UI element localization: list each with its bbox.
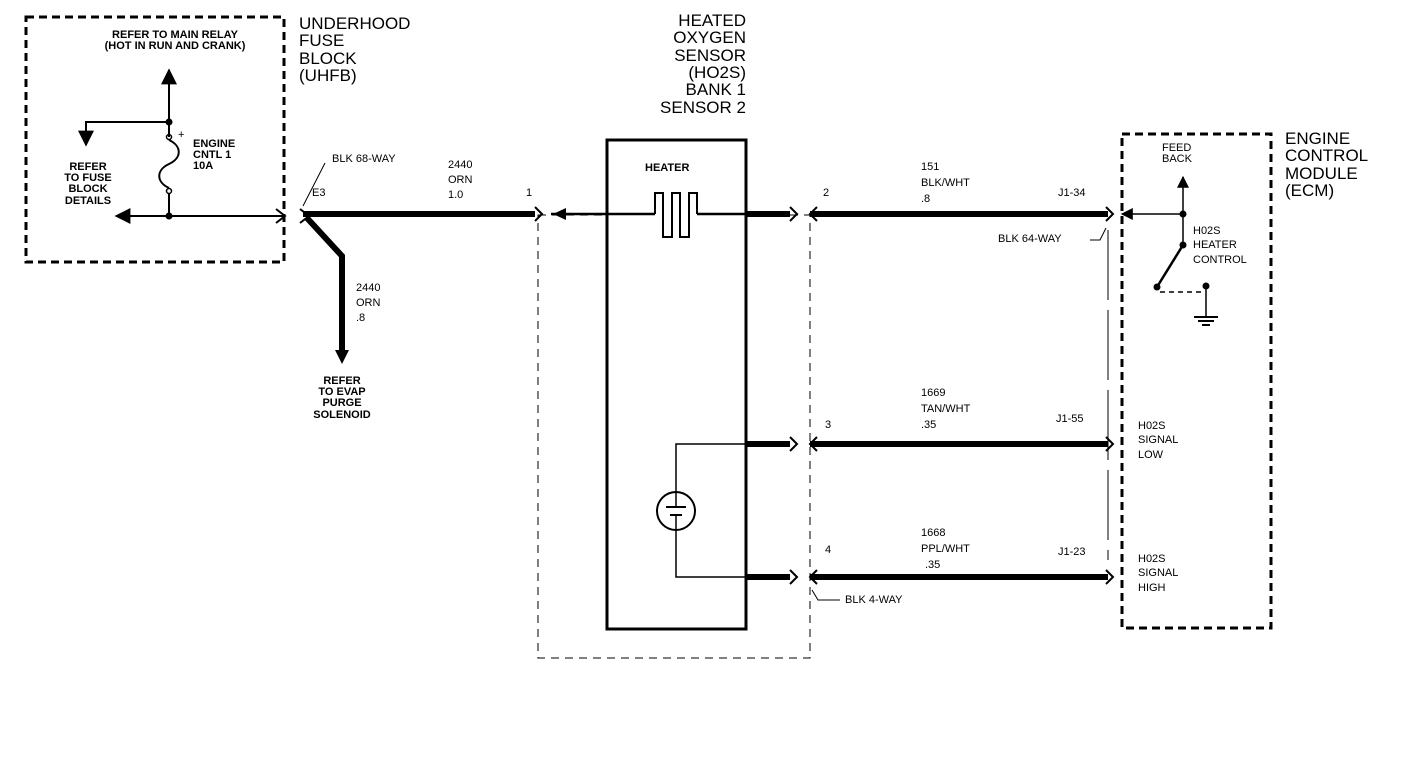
fuse-details-note: REFER TO FUSE BLOCK DETAILS — [64, 161, 112, 207]
fuse-polarity: + — [178, 129, 185, 141]
wire5-gauge: .35 — [925, 559, 941, 571]
pin3-connector-symbol — [789, 436, 799, 452]
fuse-block-outline — [24, 15, 286, 264]
sensor-title: HEATED OXYGEN SENSOR (HO2S) BANK 1 SENSO… — [660, 11, 746, 117]
heater-arrow — [553, 208, 566, 220]
wire5-ecm-pin: J1-23 — [1058, 546, 1086, 558]
wire1-pin: 1 — [526, 187, 533, 199]
wire3-ecm-pin: J1-34 — [1058, 187, 1086, 199]
sensor-connector-outline — [537, 214, 811, 659]
wire3-circuit: 151 — [921, 161, 940, 173]
pin1-connector-symbol — [534, 206, 544, 222]
wire4-circuit: 1669 — [921, 387, 946, 399]
fuse-block-title: UNDERHOOD FUSE BLOCK (UHFB) — [299, 14, 411, 85]
ecm-title: ENGINE CONTROL MODULE (ECM) — [1285, 129, 1369, 200]
heater-control-switch — [1155, 244, 1185, 288]
wire-1669-left-end — [808, 436, 818, 452]
wire2-color: ORN — [356, 297, 381, 309]
wire4-gauge: .35 — [921, 419, 937, 431]
c4-leader — [811, 589, 840, 601]
wire5-circuit: 1668 — [921, 527, 946, 539]
evap-arrow — [335, 350, 349, 364]
c64-leader — [1090, 227, 1107, 241]
heater-element — [654, 192, 698, 238]
wire4-pin: 3 — [825, 419, 832, 431]
wire-2440-orn-08 — [304, 215, 345, 352]
pin2-connector-symbol — [789, 206, 799, 222]
fuse-details-line — [78, 121, 169, 147]
ecm-signal-high-label: H02S SIGNAL HIGH — [1138, 553, 1179, 594]
c68-connector-symbol — [275, 208, 287, 224]
wire4-color: TAN/WHT — [921, 403, 971, 415]
fuse-symbol — [158, 139, 180, 189]
j1-34-connector — [1105, 206, 1115, 222]
c68-pin: E3 — [312, 187, 326, 199]
wire2-gauge: .8 — [356, 312, 366, 324]
wire1-gauge: 1.0 — [448, 189, 464, 201]
ecm-heater-control-label: H02S HEATER CONTROL — [1193, 225, 1247, 266]
wire2-circuit: 2440 — [356, 282, 381, 294]
wire5-pin: 4 — [825, 544, 832, 556]
relay-note: REFER TO MAIN RELAY (HOT IN RUN AND CRAN… — [104, 29, 246, 53]
wire3-pin: 2 — [823, 187, 830, 199]
ecm-outline — [1120, 132, 1273, 630]
fuse-terminal-bottom — [165, 187, 173, 195]
switch-bottom-node — [1153, 283, 1161, 291]
c68-label: BLK 68-WAY — [332, 153, 396, 165]
j1-23-connector — [1105, 569, 1115, 585]
fuse-name: ENGINE CNTL 1 10A — [193, 138, 236, 173]
wire4-ecm-pin: J1-55 — [1056, 413, 1084, 425]
pin4-connector-symbol — [789, 569, 799, 585]
c64-label: BLK 64-WAY — [998, 233, 1062, 245]
heater-label: HEATER — [645, 162, 690, 174]
wire-1668-left-end — [808, 569, 818, 585]
c4-label: BLK 4-WAY — [845, 594, 903, 606]
fuse-terminal-top — [165, 133, 173, 141]
evap-note: REFER TO EVAP PURGE SOLENOID — [313, 375, 371, 421]
c68-leader — [302, 162, 326, 207]
wire-151-left-end — [808, 206, 818, 222]
wire1-circuit: 2440 — [448, 159, 473, 171]
ecm-feedback-label: FEED BACK — [1162, 142, 1192, 166]
wire1-color: ORN — [448, 174, 473, 186]
wire5-color: PPL/WHT — [921, 543, 970, 555]
wire3-gauge: .8 — [921, 193, 931, 205]
ecm-signal-low-label: H02S SIGNAL LOW — [1138, 420, 1179, 461]
wire3-color: BLK/WHT — [921, 177, 970, 189]
